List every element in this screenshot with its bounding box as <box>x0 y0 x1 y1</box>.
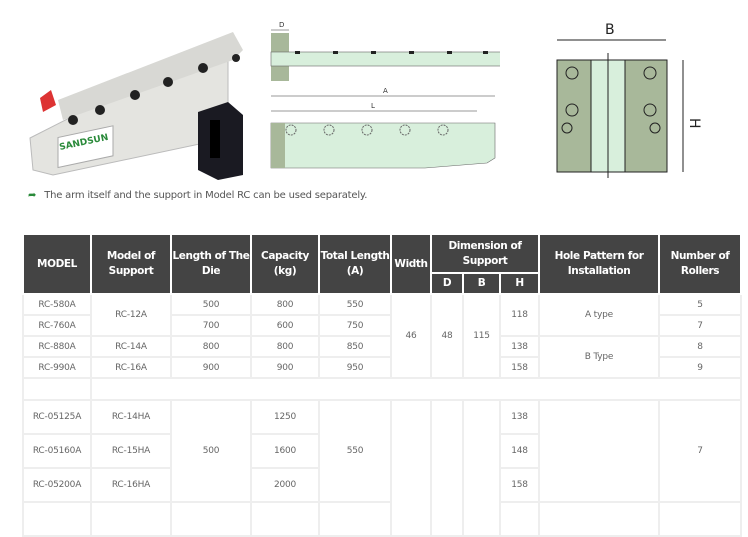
hole-pattern-cell: A type <box>538 293 661 337</box>
b-cell <box>462 399 501 537</box>
table-row: RC-880A RC-14A 800 800 850 138 B Type 8 <box>22 335 743 379</box>
length-cell: 800 <box>170 335 252 358</box>
h-cell: 138 <box>498 399 541 435</box>
length-cell: 500 <box>170 293 252 316</box>
header-b: B <box>462 272 501 295</box>
capacity-cell <box>250 501 320 537</box>
support-cell: RC-16HA <box>90 467 172 503</box>
model-cell: RC-05200A <box>22 467 92 503</box>
specifications-table: MODEL Model of Support Length of The Die… <box>22 233 743 537</box>
h-cell: 138 <box>498 335 541 358</box>
capacity-cell: 800 <box>250 335 320 358</box>
total-length-cell: 950 <box>318 356 392 379</box>
h-cell <box>498 501 541 537</box>
h-cell: 118 <box>498 293 541 337</box>
header-width: Width <box>390 233 432 295</box>
header-length: Length of The Die <box>170 233 252 295</box>
dim-b-label: B <box>605 22 615 38</box>
header-rollers: Number of Rollers <box>658 233 743 295</box>
rollers-cell: 8 <box>658 335 743 358</box>
dim-d-label: D <box>279 21 284 29</box>
table-row: RC-990A RC-16A 900 900 950 158 9 <box>22 356 743 379</box>
total-length-cell: 550 <box>318 293 392 316</box>
capacity-cell: 800 <box>250 293 320 316</box>
dim-a-label: A <box>383 87 388 95</box>
support-cell: RC-14HA <box>90 399 172 435</box>
support-cell: RC-15HA <box>90 433 172 469</box>
spacer-row <box>22 377 743 401</box>
dim-l-label: L <box>371 102 375 110</box>
header-support: Model of Support <box>90 233 172 295</box>
table-row: RC-05200A RC-16HA 2000 158 <box>22 467 741 503</box>
model-cell <box>22 377 92 401</box>
header-h: H <box>498 272 541 295</box>
h-cell: 148 <box>498 433 541 469</box>
capacity-cell: 900 <box>250 356 320 379</box>
length-cell <box>170 501 252 537</box>
rollers-cell <box>658 501 743 537</box>
support-cell <box>90 501 172 537</box>
rollers-cell: 7 <box>658 399 743 503</box>
total-length-cell <box>318 501 392 537</box>
support-front-drawing: B H <box>556 22 702 178</box>
support-cell: RC-12A <box>90 293 172 337</box>
model-cell: RC-990A <box>22 356 92 379</box>
arm-side-drawing: D A L <box>270 21 500 169</box>
header-model: MODEL <box>22 233 92 295</box>
total-length-cell: 850 <box>318 335 392 358</box>
capacity-cell: 1250 <box>250 399 320 435</box>
model-cell: RC-580A <box>22 293 92 316</box>
model-cell: RC-05160A <box>22 433 92 469</box>
header-total-length: Total Length (A) <box>318 233 392 295</box>
header-d: D <box>430 272 464 295</box>
total-length-cell: 550 <box>318 399 392 503</box>
model-cell <box>22 501 92 537</box>
product-photo: SANDSUN <box>29 32 243 180</box>
d-cell: 48 <box>430 293 464 379</box>
header-hole-pattern: Hole Pattern for Installation <box>538 233 661 295</box>
model-cell: RC-760A <box>22 314 92 337</box>
width-cell <box>390 399 432 537</box>
spacer-cell <box>89 377 743 401</box>
rollers-cell: 7 <box>658 314 743 337</box>
header-capacity: Capacity (kg) <box>250 233 320 295</box>
width-cell: 46 <box>390 293 432 379</box>
capacity-cell: 600 <box>250 314 320 337</box>
hole-pattern-cell <box>538 501 661 537</box>
length-cell: 500 <box>170 399 252 503</box>
rollers-cell: 5 <box>658 293 743 316</box>
length-cell: 900 <box>170 356 252 379</box>
support-cell: RC-16A <box>90 356 172 379</box>
dim-h-label: H <box>686 118 702 129</box>
model-cell: RC-05125A <box>22 399 92 435</box>
capacity-cell: 2000 <box>250 467 320 503</box>
total-length-cell: 750 <box>318 314 392 337</box>
hole-pattern-cell <box>538 399 661 503</box>
h-cell: 158 <box>498 467 541 503</box>
d-cell <box>430 399 464 537</box>
usage-note: ➦ The arm itself and the support in Model… <box>28 190 367 201</box>
model-cell: RC-880A <box>22 335 92 358</box>
table-row: RC-05125A RC-14HA 500 1250 550 138 7 <box>22 399 743 537</box>
usage-note-text: The arm itself and the support in Model … <box>44 190 368 201</box>
table-row: RC-05160A RC-15HA 1600 148 <box>22 433 741 469</box>
b-cell: 115 <box>462 293 501 379</box>
length-cell: 700 <box>170 314 252 337</box>
table-row: RC-760A 700 600 750 7 <box>22 314 743 337</box>
support-cell: RC-14A <box>90 335 172 358</box>
h-cell: 158 <box>498 356 541 379</box>
table-row: RC-580A RC-12A 500 800 550 46 48 115 118… <box>22 293 743 379</box>
table-row <box>22 501 743 537</box>
capacity-cell: 1600 <box>250 433 320 469</box>
rollers-cell: 9 <box>658 356 743 379</box>
arrow-icon: ➦ <box>28 190 37 201</box>
header-dimension: Dimension of Support <box>429 233 541 274</box>
hole-pattern-cell: B Type <box>538 335 661 379</box>
